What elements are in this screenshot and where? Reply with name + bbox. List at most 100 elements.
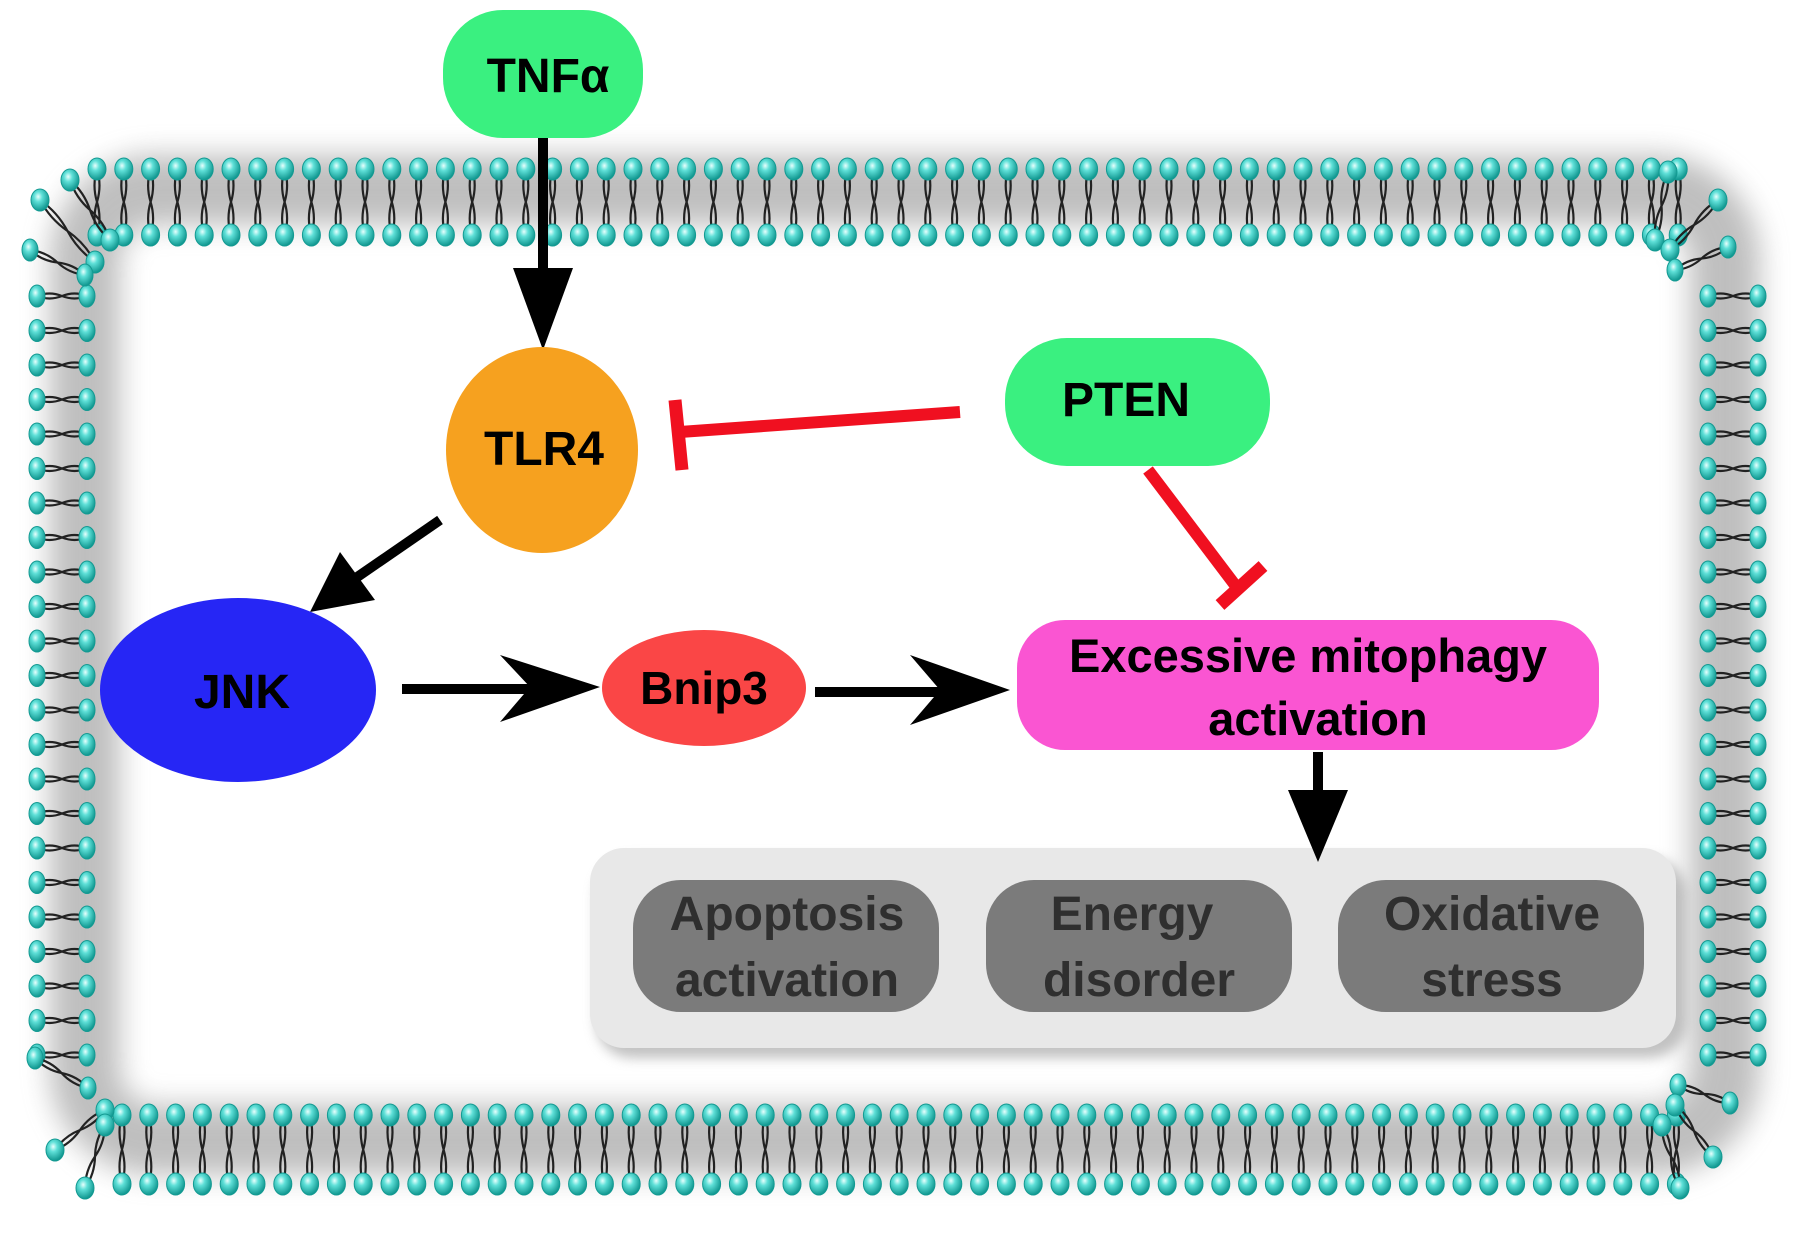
phospholipid <box>864 157 884 247</box>
phospholipid <box>192 1103 212 1196</box>
lipid-head-icon <box>1479 1172 1499 1196</box>
lipid-head-icon <box>1157 1103 1177 1127</box>
lipid-head-icon <box>1640 1172 1660 1196</box>
lipid-head-icon <box>167 157 187 181</box>
phospholipid <box>836 1103 856 1196</box>
phospholipid <box>1699 491 1767 515</box>
phospholipid <box>1454 157 1474 247</box>
phospholipid <box>809 1103 829 1196</box>
phospholipid <box>1023 1103 1043 1196</box>
phospholipid <box>1427 157 1447 247</box>
lipid-head-icon <box>194 223 214 247</box>
lipid-head-icon <box>1025 157 1045 181</box>
lipid-head-icon <box>1130 1103 1150 1127</box>
lipid-head-icon <box>755 1172 775 1196</box>
lipid-head-icon <box>76 263 94 287</box>
phospholipid <box>516 157 536 247</box>
node-mitophagy-label-line1: Excessive mitophagy <box>1069 629 1547 682</box>
phospholipid <box>1699 526 1767 549</box>
lipid-head-icon <box>78 284 96 308</box>
phospholipid <box>1699 1043 1767 1067</box>
lipid-head-icon <box>1291 1172 1311 1196</box>
lipid-head-icon <box>1239 157 1259 181</box>
phospholipid <box>1130 1103 1150 1196</box>
phospholipid <box>757 157 777 247</box>
phospholipid <box>675 1103 695 1196</box>
lipid-head-icon <box>1318 1103 1338 1127</box>
phospholipid <box>1615 157 1635 247</box>
lipid-head-icon <box>1586 1103 1606 1127</box>
inhibition-bar-icon <box>1215 561 1268 610</box>
lipid-head-icon <box>569 157 589 181</box>
lipid-head-icon <box>28 836 46 860</box>
lipid-head-icon <box>1398 1172 1418 1196</box>
lipid-head-icon <box>248 157 268 181</box>
lipid-head-icon <box>166 1172 186 1196</box>
phospholipid <box>28 491 96 515</box>
lipid-head-icon <box>1749 767 1767 791</box>
lipid-head-icon <box>28 284 46 308</box>
lipid-head-icon <box>1699 319 1717 342</box>
phospholipid <box>1699 319 1767 342</box>
lipid-head-icon <box>891 223 911 247</box>
edge-pten-inhibits-mitophagy <box>1143 466 1268 610</box>
lipid-head-icon <box>918 223 938 247</box>
lipid-head-icon <box>1266 157 1286 181</box>
phospholipid <box>811 157 831 247</box>
phospholipid <box>996 1103 1016 1196</box>
phospholipid <box>541 1103 561 1196</box>
lipid-head-icon <box>100 228 120 252</box>
phospholipid <box>1532 1103 1552 1196</box>
lipid-head-icon <box>28 595 46 618</box>
lipid-head-icon <box>1699 595 1717 618</box>
lipid-head-icon <box>78 664 96 687</box>
arrowhead-icon <box>500 655 600 722</box>
lipid-head-icon <box>1703 1145 1723 1169</box>
phospholipid <box>728 1103 748 1196</box>
lipid-head-icon <box>1615 223 1635 247</box>
lipid-head-icon <box>1699 1043 1717 1067</box>
lipid-head-icon <box>434 1103 454 1127</box>
arrowhead-icon <box>1288 790 1348 862</box>
phospholipid <box>1699 974 1767 998</box>
lipid-head-icon <box>1561 223 1581 247</box>
lipid-head-icon <box>1481 157 1501 181</box>
phospholipid <box>382 157 402 247</box>
lipid-head-icon <box>1184 1172 1204 1196</box>
phospholipid <box>435 157 455 247</box>
phospholipid <box>703 157 723 247</box>
lipid-head-icon <box>192 1172 212 1196</box>
phospholipid <box>1373 157 1393 247</box>
lipid-head-icon <box>1699 388 1717 411</box>
lipid-head-icon <box>1077 1172 1097 1196</box>
phospholipid <box>1534 157 1554 247</box>
lipid-head-icon <box>1211 1103 1231 1127</box>
lipid-head-icon <box>407 1103 427 1127</box>
node-pten: PTEN <box>1005 338 1270 466</box>
lipid-head-icon <box>891 157 911 181</box>
lipid-head-icon <box>275 157 295 181</box>
lipid-head-icon <box>836 1103 856 1127</box>
lipid-head-icon <box>78 698 96 722</box>
lipid-head-icon <box>78 802 96 825</box>
phospholipid <box>1320 157 1340 247</box>
lipid-head-icon <box>1559 1172 1579 1196</box>
lipid-head-icon <box>1699 560 1717 584</box>
lipid-head-icon <box>728 1103 748 1127</box>
lipid-head-icon <box>702 1172 722 1196</box>
lipid-head-icon <box>784 223 804 247</box>
lipid-head-icon <box>326 1103 346 1127</box>
lipid-head-icon <box>1104 1172 1124 1196</box>
node-tlr4: TLR4 <box>446 347 638 553</box>
phospholipid <box>568 1103 588 1196</box>
phospholipid <box>1264 1103 1284 1196</box>
lipid-head-icon <box>1708 188 1728 212</box>
lipid-head-icon <box>703 157 723 181</box>
phospholipid <box>1291 1103 1311 1196</box>
lipid-head-icon <box>221 157 241 181</box>
phospholipid <box>300 1103 320 1196</box>
lipid-head-icon <box>1239 223 1259 247</box>
lipid-head-icon <box>1186 157 1206 181</box>
lipid-head-icon <box>1079 223 1099 247</box>
node-bnip3-label: Bnip3 <box>640 662 768 714</box>
